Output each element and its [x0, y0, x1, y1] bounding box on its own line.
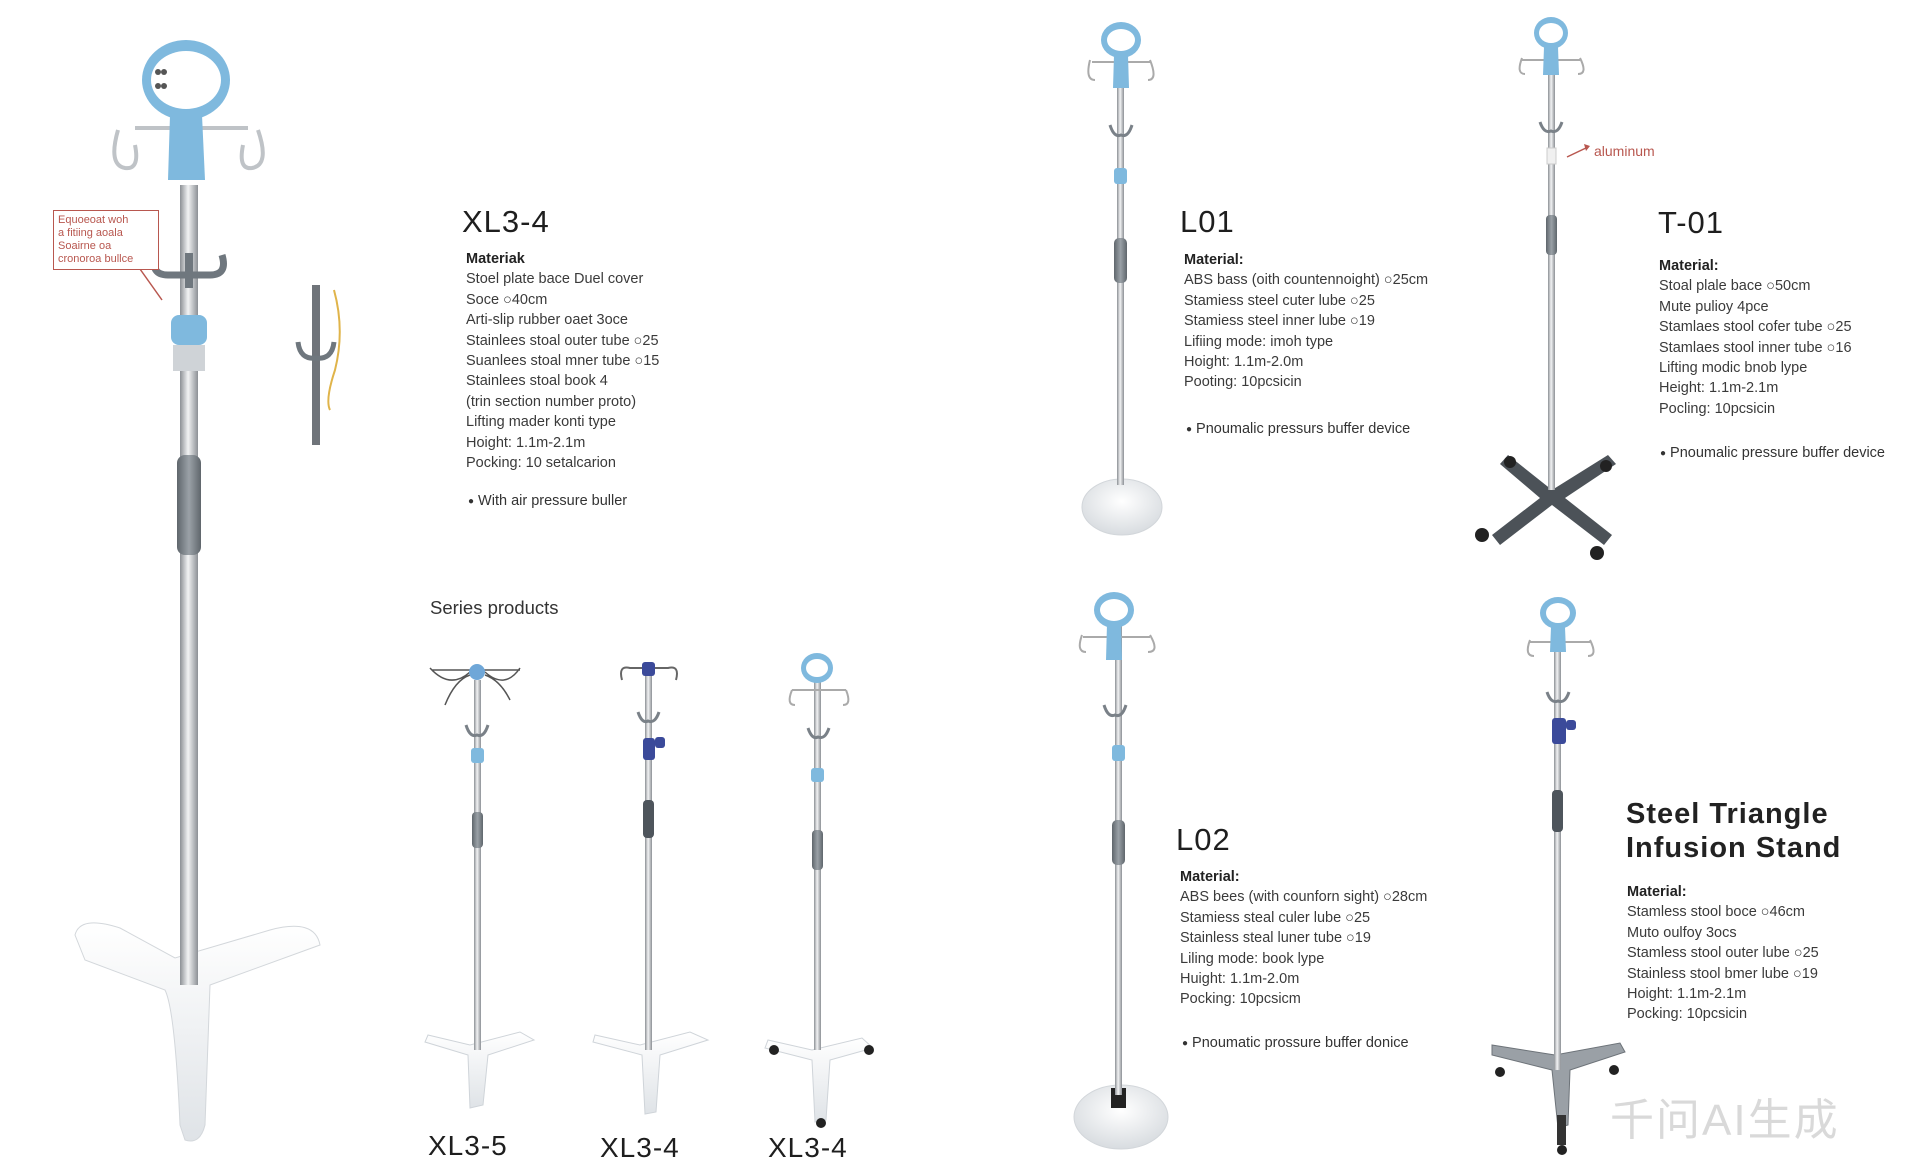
steel-triangle-spec-line: Muto oulfoy 3ocs [1627, 924, 1737, 941]
l02-note: Pnoumatic prossure buffer donice [1182, 1035, 1409, 1051]
callout-line: Equoeoat woh [58, 214, 129, 226]
t01-spec-line: Pocling: 10pcsicin [1659, 400, 1776, 417]
t01-spec-block: Material: Stoal plale bace ○50cm Mute pu… [1659, 256, 1852, 419]
steel-triangle-title: Steel Triangle Infusion Stand [1626, 797, 1841, 865]
steel-triangle-spec-line: Stainless stool bmer lube ○19 [1627, 965, 1818, 982]
l01-note: Pnoumalic pressurs buffer device [1186, 421, 1410, 437]
l02-spec-line: Liling mode: book lype [1180, 950, 1325, 967]
series-heading: Series products [430, 597, 559, 618]
xl34-spec-line: Stainlees stoal outer tube ○25 [466, 332, 659, 349]
series-model-label: XL3-4 [768, 1132, 848, 1163]
watermark: 千问AI生成 [1610, 1096, 1840, 1145]
l01-spec-line: Pooting: 10pcsicin [1184, 374, 1302, 391]
callout-line: Soairne oa [58, 240, 112, 252]
xl34-spec-line: Arti-slip rubber oaet 3oce [466, 312, 628, 329]
xl34-large-stand [74, 40, 321, 1142]
t01-spec-line: Stamlaes stool cofer tube ○25 [1659, 319, 1852, 336]
xl34-spec-line: Hoight: 1.1m-2.1m [466, 434, 586, 451]
l02-spec-line: Pocking: 10pcsicm [1180, 991, 1301, 1008]
series-model-label: XL3-5 [428, 1130, 508, 1161]
l02-spec-line: ABS bees (with counforn sight) ○28cm [1180, 889, 1428, 906]
l01-spec-block: Material: ABS bass (oith countennoight) … [1184, 250, 1428, 393]
xl34-callout: Equoeoat woh a fitiing aoala Soairne oa … [53, 210, 159, 270]
l02-stand [1073, 592, 1169, 1150]
t01-spec-line: Stamlaes stool inner tube ○16 [1659, 339, 1852, 356]
l02-spec-line: Huight: 1.1m-2.0m [1180, 971, 1300, 988]
xl34-spec-block: Materiak Stoel plate bace Duel cover Soc… [466, 249, 659, 473]
l01-model-title: L01 [1180, 204, 1235, 239]
steel-triangle-spec-line: Pocking: 10pcsicin [1627, 1006, 1748, 1023]
series-xl34-blue-stand [764, 653, 875, 1128]
xl34-note: With air pressure buller [468, 493, 627, 509]
steel-triangle-spec-line: Stamless stool boce ○46cm [1627, 904, 1806, 921]
xl34-model-title: XL3-4 [462, 204, 550, 239]
t01-spec-line: Lifting modic bnob lype [1659, 360, 1808, 377]
steel-triangle-title-line: Infusion Stand [1626, 832, 1842, 864]
xl34-spec-line: Suanlees stoal mner tube ○15 [466, 353, 660, 370]
steel-triangle-spec-line: Hoight: 1.1m-2.1m [1627, 986, 1747, 1003]
xl34-spec-line: Pocking: 10 setalcarion [466, 455, 616, 472]
l02-material-heading: Material: [1180, 869, 1240, 885]
l01-spec-line: Hoight: 1.1m-2.0m [1184, 354, 1304, 371]
l01-material-heading: Material: [1184, 252, 1244, 268]
t01-aluminum-label: aluminum [1594, 143, 1655, 159]
l01-spec-line: Stamiess steel inner lube ○19 [1184, 313, 1375, 330]
steel-triangle-title-line: Steel Triangle [1626, 798, 1829, 830]
xl34-spec-line: Lifting mader konti type [466, 414, 616, 431]
xl34-spec-line: Soce ○40cm [466, 291, 548, 308]
steel-triangle-material-heading: Material: [1627, 884, 1687, 900]
hook-detail [295, 285, 341, 445]
t01-spec-line: Stoal plale bace ○50cm [1659, 278, 1811, 295]
l02-spec-line: Stamiess steal culer lube ○25 [1180, 909, 1371, 926]
l02-model-title: L02 [1176, 822, 1231, 857]
t01-material-heading: Material: [1659, 258, 1719, 274]
t01-spec-line: Mute pulioy 4pce [1659, 298, 1769, 315]
t01-spec-line: Height: 1.1m-2.1m [1659, 380, 1779, 397]
series-xl35-stand [424, 664, 536, 1109]
l02-spec-line: Stainless steal luner tube ○19 [1180, 930, 1371, 947]
steel-triangle-stand [1491, 597, 1626, 1155]
t01-stand [1475, 17, 1616, 560]
t01-model-title: T-01 [1658, 205, 1725, 240]
l01-spec-line: Lifiing mode: imoh type [1184, 333, 1334, 350]
steel-triangle-spec-line: Stamless stool outer lube ○25 [1627, 945, 1819, 962]
xl34-spec-line: Stoel plate bace Duel cover [466, 271, 644, 288]
xl34-spec-line: Stainlees stoal book 4 [466, 373, 608, 390]
l02-spec-block: Material: ABS bees (with counforn sight)… [1180, 867, 1427, 1010]
l01-spec-line: Stamiess steel cuter lube ○25 [1184, 292, 1375, 309]
callout-line: cronoroa bullce [58, 253, 134, 265]
l01-stand [1081, 22, 1163, 536]
t01-note: Pnoumalic pressure buffer device [1660, 445, 1885, 461]
series-xl34-navy-stand [592, 662, 710, 1115]
xl34-material-heading: Materiak [466, 251, 525, 267]
series-model-label: XL3-4 [600, 1132, 680, 1163]
callout-line: a fitiing aoala [58, 227, 123, 239]
xl34-spec-line: (trin section number proto) [466, 393, 637, 410]
steel-triangle-spec-block: Material: Stamless stool boce ○46cm Muto… [1627, 882, 1819, 1025]
l01-spec-line: ABS bass (oith countennoight) ○25cm [1184, 272, 1429, 289]
